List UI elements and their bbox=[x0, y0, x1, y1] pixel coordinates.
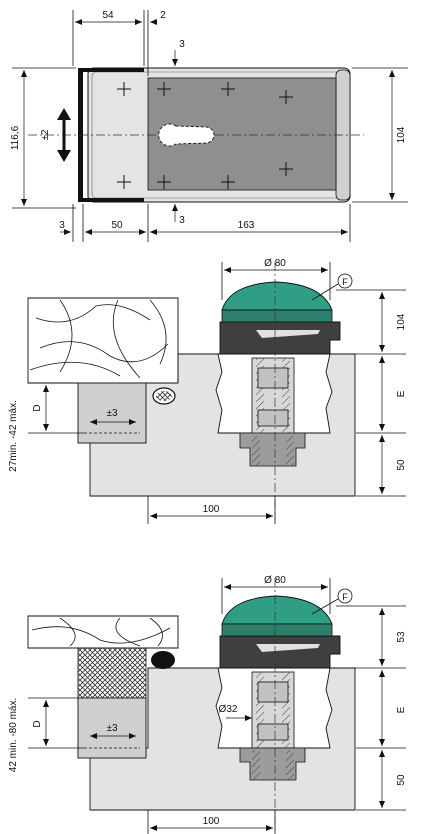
dim-53: 53 bbox=[396, 631, 407, 643]
button-cap bbox=[221, 281, 333, 311]
adjust-arrow-icon bbox=[57, 108, 71, 162]
seal-bead-2 bbox=[151, 651, 175, 669]
anchor-nut bbox=[257, 367, 289, 389]
top-dimension-lines bbox=[12, 10, 408, 242]
collar bbox=[219, 321, 341, 355]
dim-163: 163 bbox=[238, 220, 255, 231]
dim-dia80-2: Ø 80 bbox=[264, 575, 286, 586]
dim-50-s1: 50 bbox=[396, 459, 407, 471]
anchor-nut-lower-2 bbox=[257, 723, 289, 741]
dim-pm3-s2: ±3 bbox=[106, 723, 117, 734]
dim-dia80: Ø 80 bbox=[264, 258, 286, 269]
anchor-plug bbox=[239, 432, 306, 467]
dim-104-s1: 104 bbox=[396, 313, 407, 330]
paving-surface bbox=[27, 297, 179, 384]
dim-50: 50 bbox=[111, 220, 123, 231]
label-f-circle bbox=[337, 273, 353, 289]
dim-3-bottom: 3 bbox=[179, 215, 185, 226]
dim-e-s1: E bbox=[396, 390, 407, 397]
dim-54: 54 bbox=[102, 10, 114, 21]
keyhole-slot bbox=[158, 123, 215, 147]
anchor-nut-2 bbox=[257, 681, 289, 703]
dim-d-s2: D bbox=[32, 720, 43, 727]
label-f-circle-2 bbox=[337, 588, 353, 604]
dim-pm3-s1: ±3 bbox=[106, 408, 117, 419]
anchor-plug-2 bbox=[239, 747, 306, 781]
label-f-2: F bbox=[342, 592, 348, 602]
dim-100-s2: 100 bbox=[203, 816, 220, 827]
dim-116-6: 116,6 bbox=[10, 125, 21, 150]
section-view-2: Ø 80 F 53 E 50 Ø32 100 D ±3 42 min. -80 … bbox=[8, 575, 407, 834]
cap-rim bbox=[221, 309, 333, 323]
hatched-filler bbox=[77, 647, 147, 699]
dim-dia32: Ø32 bbox=[219, 704, 238, 715]
collar-2 bbox=[219, 635, 341, 669]
dim-100-s1: 100 bbox=[203, 504, 220, 515]
dim-e-s2: E bbox=[396, 706, 407, 713]
dim-104: 104 bbox=[396, 126, 407, 143]
fixing-marks bbox=[117, 82, 293, 189]
concrete-lip bbox=[148, 354, 179, 384]
top-view: 54 2 3 116,6 ±2 104 3 3 50 163 bbox=[10, 10, 408, 242]
section-view-1: Ø 80 F 104 E 50 100 D ±3 27min. -42 máx. bbox=[8, 258, 407, 524]
cap-rim-2 bbox=[221, 623, 333, 637]
range-s1: 27min. -42 máx. bbox=[8, 400, 19, 472]
dim-50-s2: 50 bbox=[396, 774, 407, 786]
wood-grain bbox=[29, 299, 169, 379]
dim-2: 2 bbox=[160, 10, 166, 21]
paving-surface-2 bbox=[27, 615, 179, 649]
button-cap-2 bbox=[221, 595, 333, 625]
label-f: F bbox=[342, 277, 348, 287]
dim-3-left: 3 bbox=[59, 220, 65, 231]
range-s2: 42 min. -80 máx. bbox=[8, 698, 19, 772]
dim-pm2: ±2 bbox=[40, 129, 51, 140]
dim-d-s1: D bbox=[32, 404, 43, 411]
wood-grain-2 bbox=[31, 617, 171, 647]
anchor-nut-lower bbox=[257, 409, 289, 427]
dim-3-top: 3 bbox=[179, 39, 185, 50]
